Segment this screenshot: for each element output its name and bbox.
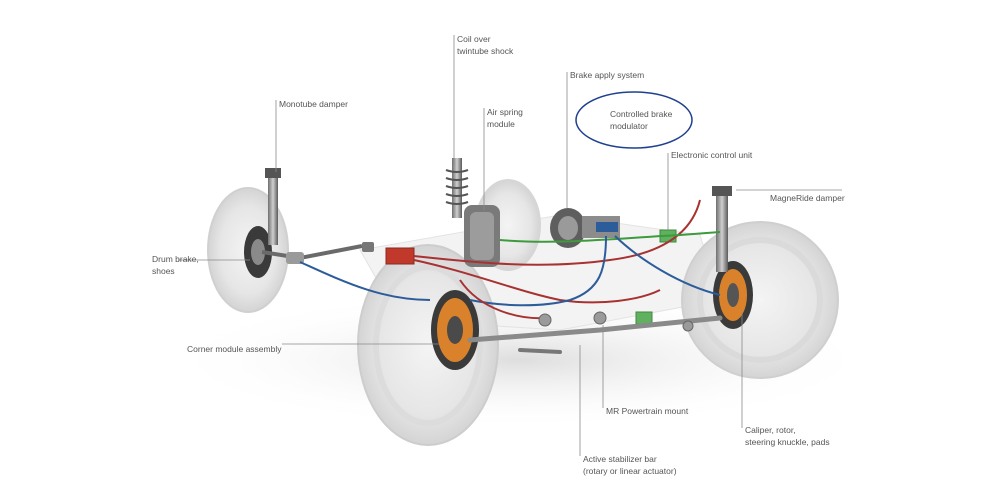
label-stabilizer-line2: (rotary or linear actuator) bbox=[583, 466, 677, 476]
label-air-spring-line1: Air spring bbox=[487, 107, 523, 117]
label-caliper: Caliper, rotor, steering knuckle, pads bbox=[745, 424, 830, 448]
label-controlled-brake-line2: modulator bbox=[610, 121, 648, 131]
controlled-brake-highlight bbox=[575, 91, 693, 149]
label-brake-apply-line1: Brake apply system bbox=[570, 70, 645, 80]
label-ecu: Electronic control unit bbox=[671, 149, 752, 161]
label-monotube: Monotube damper bbox=[279, 98, 348, 110]
label-magneride-line1: MagneRide damper bbox=[770, 193, 845, 203]
brake-lines bbox=[299, 199, 721, 320]
label-stabilizer: Active stabilizer bar (rotary or linear … bbox=[583, 453, 677, 477]
front-left-wheel bbox=[357, 244, 499, 446]
label-mr-mount: MR Powertrain mount bbox=[606, 405, 688, 417]
label-corner-module: Corner module assembly bbox=[187, 343, 281, 355]
label-caliper-line2: steering knuckle, pads bbox=[745, 437, 830, 447]
brake-apply-part bbox=[550, 208, 620, 248]
label-coil-over-line1: Coil over bbox=[457, 34, 491, 44]
label-monotube-line1: Monotube damper bbox=[279, 99, 348, 109]
modulator-box bbox=[385, 247, 415, 265]
monotube-damper-part bbox=[265, 168, 281, 245]
label-ecu-line1: Electronic control unit bbox=[671, 150, 753, 160]
label-drum-brake: Drum brake, shoes bbox=[152, 253, 199, 277]
label-air-spring: Air spring module bbox=[487, 106, 523, 130]
coil-over-shock-part bbox=[445, 158, 469, 218]
label-magneride: MagneRide damper bbox=[770, 192, 845, 204]
air-spring-part bbox=[464, 205, 500, 267]
label-controlled-brake: Controlled brake modulator bbox=[610, 108, 672, 132]
mr-mount-box bbox=[635, 311, 653, 325]
label-air-spring-line2: module bbox=[487, 119, 515, 129]
label-coil-over-line2: twintube shock bbox=[457, 46, 514, 56]
label-stabilizer-line1: Active stabilizer bar bbox=[583, 454, 657, 464]
label-brake-apply: Brake apply system bbox=[570, 69, 644, 81]
magneride-damper-part bbox=[712, 186, 732, 272]
leader-lines bbox=[178, 35, 842, 456]
label-corner-module-line1: Corner module assembly bbox=[187, 344, 282, 354]
label-drum-brake-line1: Drum brake, bbox=[152, 254, 199, 264]
label-drum-brake-line2: shoes bbox=[152, 266, 175, 276]
stabilizer-bar-part bbox=[467, 311, 723, 354]
rear-axle bbox=[261, 242, 374, 264]
label-mr-mount-line1: MR Powertrain mount bbox=[606, 406, 689, 416]
label-caliper-line1: Caliper, rotor, bbox=[745, 425, 796, 435]
front-right-wheel bbox=[681, 221, 839, 379]
label-controlled-brake-line1: Controlled brake bbox=[610, 109, 673, 119]
label-coil-over: Coil over twintube shock bbox=[457, 33, 513, 57]
